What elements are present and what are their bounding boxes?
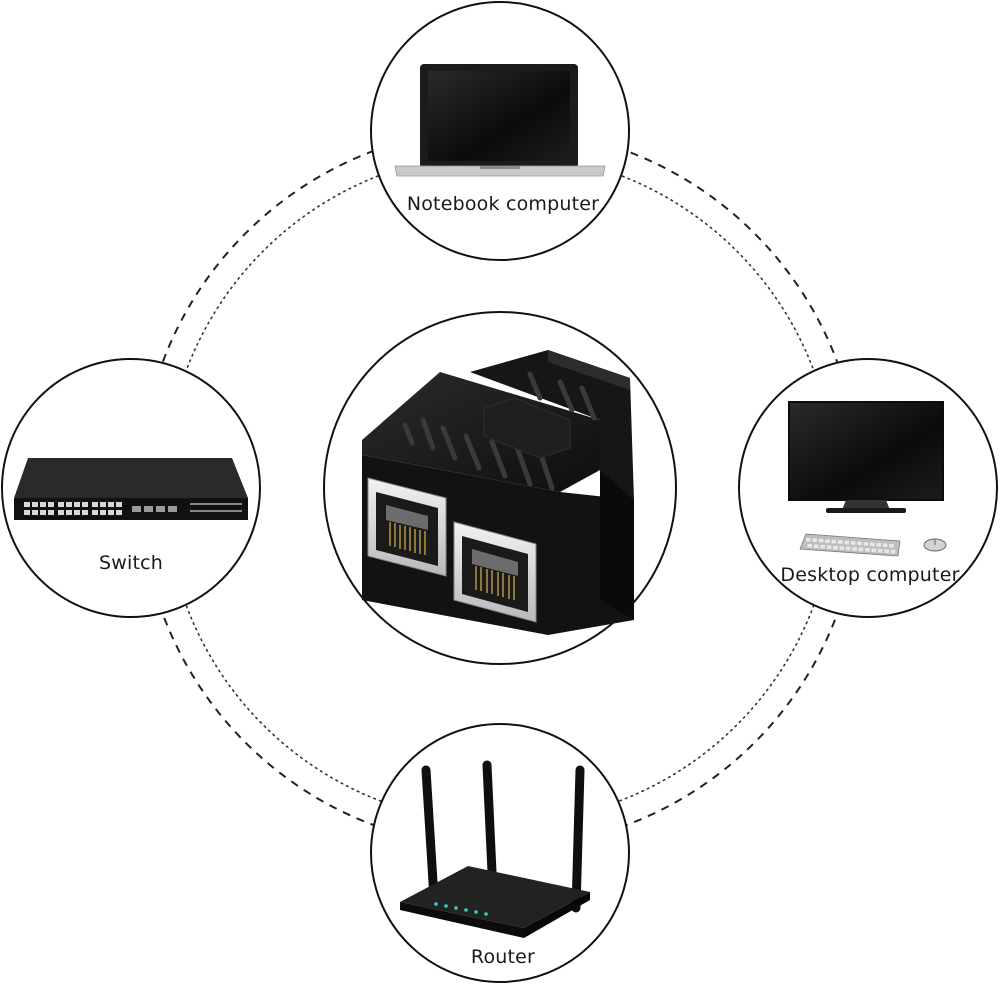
- desktop-computer-label: Desktop computer: [780, 564, 959, 586]
- switch-port: [116, 510, 122, 515]
- keyboard-key: [876, 542, 881, 547]
- switch-port: [108, 502, 114, 507]
- switch-port: [40, 510, 46, 515]
- switch-port: [66, 502, 72, 507]
- switch-port: [24, 510, 30, 515]
- rj45-splitter-icon: [362, 350, 634, 635]
- switch-port: [74, 502, 80, 507]
- switch-port: [108, 510, 114, 515]
- keyboard-key: [807, 544, 813, 548]
- mouse-icon: [923, 538, 947, 552]
- desktop-computer-icon: [788, 401, 947, 557]
- keyboard-key: [825, 539, 830, 543]
- keyboard-key: [890, 549, 896, 554]
- switch-port: [24, 502, 30, 507]
- keyboard-key: [838, 540, 843, 544]
- switch-port: [74, 510, 80, 515]
- keyboard-key: [818, 538, 824, 543]
- node-notebook-computer: Notebook computer: [370, 1, 630, 261]
- keyboard-key: [865, 548, 870, 552]
- switch-port: [58, 510, 64, 515]
- keyboard-key: [813, 544, 819, 549]
- keyboard-key: [882, 543, 888, 547]
- switch-port: [100, 502, 106, 507]
- keyboard-key: [863, 542, 869, 546]
- keyboard-key: [877, 548, 883, 553]
- switch-port: [92, 502, 98, 507]
- keyboard-key: [833, 545, 838, 550]
- switch-port: [32, 510, 38, 515]
- switch-port: [58, 502, 64, 507]
- switch-sfp-port: [156, 506, 165, 512]
- keyboard-key: [831, 539, 837, 544]
- switch-port: [82, 510, 88, 515]
- center-node: [323, 311, 677, 665]
- switch-sfp-port: [168, 506, 177, 512]
- router-label: Router: [471, 946, 535, 968]
- switch-sfp-port: [144, 506, 153, 512]
- switch-port: [116, 502, 122, 507]
- keyboard-key: [857, 541, 862, 546]
- switch-port: [100, 510, 106, 515]
- node-switch: Switch: [1, 358, 261, 618]
- network-switch-icon: [14, 458, 248, 520]
- keyboard-key: [826, 545, 832, 549]
- wifi-router-icon: [400, 760, 590, 938]
- switch-port: [92, 510, 98, 515]
- keyboard-key: [884, 549, 889, 553]
- node-router: Router: [370, 723, 630, 983]
- rj45-port-right-icon: [453, 521, 537, 623]
- keyboard-key: [845, 546, 851, 551]
- keyboard-key: [820, 544, 825, 549]
- rj45-port-left-icon: [367, 477, 447, 577]
- keyboard-key: [850, 541, 856, 545]
- keyboard-key: [839, 546, 845, 550]
- keyboard-key: [812, 538, 817, 543]
- keyboard-key: [871, 548, 877, 553]
- keyboard-icon: [799, 533, 901, 557]
- keyboard-key: [852, 547, 857, 551]
- switch-sfp-port: [132, 506, 141, 512]
- laptop-icon: [394, 64, 606, 177]
- switch-ports: [24, 502, 177, 515]
- switch-port: [66, 510, 72, 515]
- switch-port: [48, 502, 54, 507]
- keyboard-key: [806, 538, 811, 542]
- router-node-circle: [370, 723, 630, 983]
- keyboard-key: [889, 543, 894, 548]
- switch-port: [32, 502, 38, 507]
- keyboard-key: [870, 542, 875, 547]
- switch-port: [82, 502, 88, 507]
- notebook-computer-label: Notebook computer: [407, 193, 599, 215]
- keyboard-key: [858, 547, 864, 552]
- keyboard-key: [844, 540, 849, 545]
- switch-port: [48, 510, 54, 515]
- switch-port: [40, 502, 46, 507]
- switch-label: Switch: [99, 552, 163, 574]
- node-desktop-computer: Desktop computer: [738, 358, 998, 618]
